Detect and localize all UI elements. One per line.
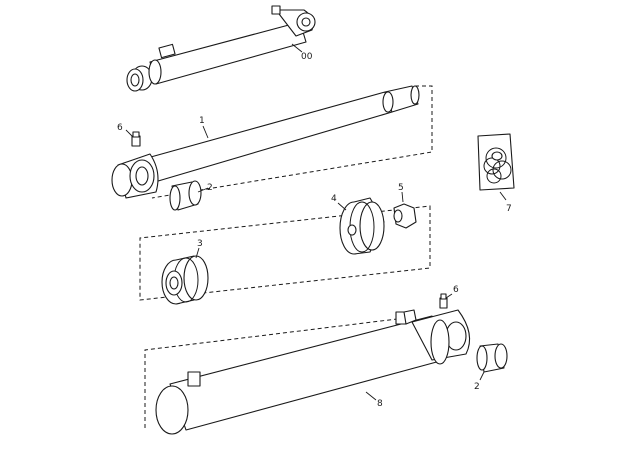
callout-assembly: 00 (301, 52, 313, 62)
callout-grease-fitting-top: 6 (117, 123, 123, 133)
piston (339, 197, 385, 255)
rod-tube (111, 85, 420, 199)
callout-tube: 1 (199, 116, 205, 126)
seal-kit-bag (477, 133, 515, 191)
grease-fitting-top (131, 131, 141, 147)
piston-head (161, 255, 209, 305)
callout-piston: 4 (331, 194, 337, 204)
callout-grease-fitting-bottom: 6 (453, 285, 459, 295)
callout-nut: 5 (398, 183, 404, 193)
cylinder-assembly (126, 5, 316, 92)
callout-bushing-bottom: 2 (474, 382, 480, 392)
barrel (155, 309, 471, 435)
nut (393, 203, 417, 229)
callout-seal-kit: 7 (506, 204, 512, 214)
bushing-bottom (476, 343, 508, 373)
grease-fitting-bottom (439, 293, 448, 309)
callout-barrel: 8 (377, 399, 383, 409)
callout-piston-head: 3 (197, 239, 203, 249)
bushing-top (169, 180, 202, 211)
callout-bushing-top: 2 (207, 183, 213, 193)
